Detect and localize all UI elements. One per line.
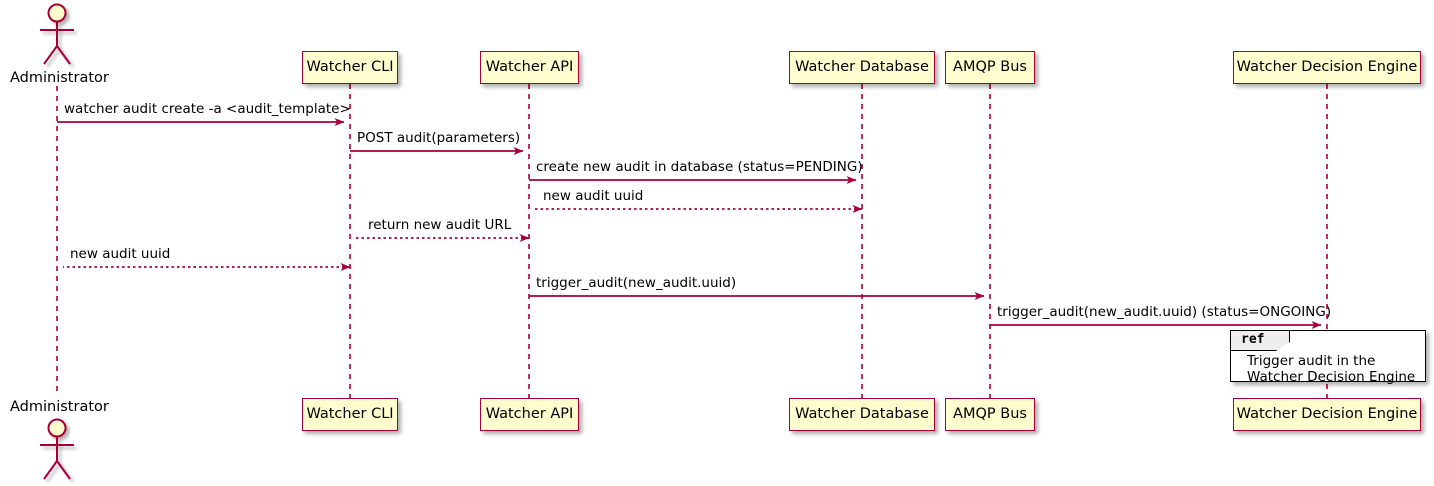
participant-box-watcher-api-top[interactable]: Watcher API bbox=[480, 51, 579, 84]
ref-fragment[interactable]: ref Trigger audit in the Watcher Decisio… bbox=[1230, 330, 1426, 385]
participant-box-watcher-database-top[interactable]: Watcher Database bbox=[789, 51, 935, 84]
participant-box-watcher-api-bottom[interactable]: Watcher API bbox=[480, 398, 579, 431]
message-label-4: new audit uuid bbox=[543, 188, 644, 204]
message-label-6: new audit uuid bbox=[70, 246, 171, 262]
lifelines bbox=[56, 84, 1328, 398]
ref-tab-label: ref bbox=[1241, 332, 1265, 347]
message-label-7: trigger_audit(new_audit.uuid) bbox=[536, 275, 737, 291]
participant-label: AMQP Bus bbox=[953, 59, 1027, 76]
participant-label: Watcher Decision Engine bbox=[1236, 59, 1418, 76]
participant-label: Watcher Database bbox=[795, 406, 929, 423]
participant-label: Watcher API bbox=[485, 59, 574, 76]
actor-label-administrator-bottom: Administrator bbox=[10, 399, 109, 415]
actor-glyph-top bbox=[40, 3, 74, 65]
message-label-3: create new audit in database (status=PEN… bbox=[536, 159, 863, 175]
participant-box-amqp-bus-top[interactable]: AMQP Bus bbox=[945, 51, 1035, 84]
participant-label: Watcher Decision Engine bbox=[1236, 406, 1418, 423]
message-label-8: trigger_audit(new_audit.uuid) (status=ON… bbox=[997, 304, 1332, 320]
participant-label: AMQP Bus bbox=[953, 406, 1027, 423]
actor-label-administrator-top: Administrator bbox=[10, 70, 109, 86]
participant-label: Watcher API bbox=[485, 406, 574, 423]
participant-box-watcher-cli-bottom[interactable]: Watcher CLI bbox=[302, 398, 398, 431]
participant-label: Watcher CLI bbox=[306, 406, 394, 423]
message-label-2: POST audit(parameters) bbox=[357, 130, 521, 146]
participant-label: Watcher Database bbox=[795, 59, 929, 76]
message-label-1: watcher audit create -a <audit_template> bbox=[64, 101, 351, 117]
participant-box-watcher-cli-top[interactable]: Watcher CLI bbox=[302, 51, 398, 84]
actor-glyph-bottom bbox=[40, 418, 74, 480]
participant-box-watcher-decision-engine-top[interactable]: Watcher Decision Engine bbox=[1233, 51, 1421, 84]
participant-box-watcher-decision-engine-bottom[interactable]: Watcher Decision Engine bbox=[1233, 398, 1421, 431]
message-arrows bbox=[57, 118, 1322, 329]
message-label-5: return new audit URL bbox=[368, 217, 512, 233]
participant-box-watcher-database-bottom[interactable]: Watcher Database bbox=[789, 398, 935, 431]
participant-label: Watcher CLI bbox=[306, 59, 394, 76]
ref-fragment-text: Trigger audit in the Watcher Decision En… bbox=[1247, 353, 1416, 385]
participant-box-amqp-bus-bottom[interactable]: AMQP Bus bbox=[945, 398, 1035, 431]
ref-tab-shape bbox=[1231, 331, 1290, 351]
